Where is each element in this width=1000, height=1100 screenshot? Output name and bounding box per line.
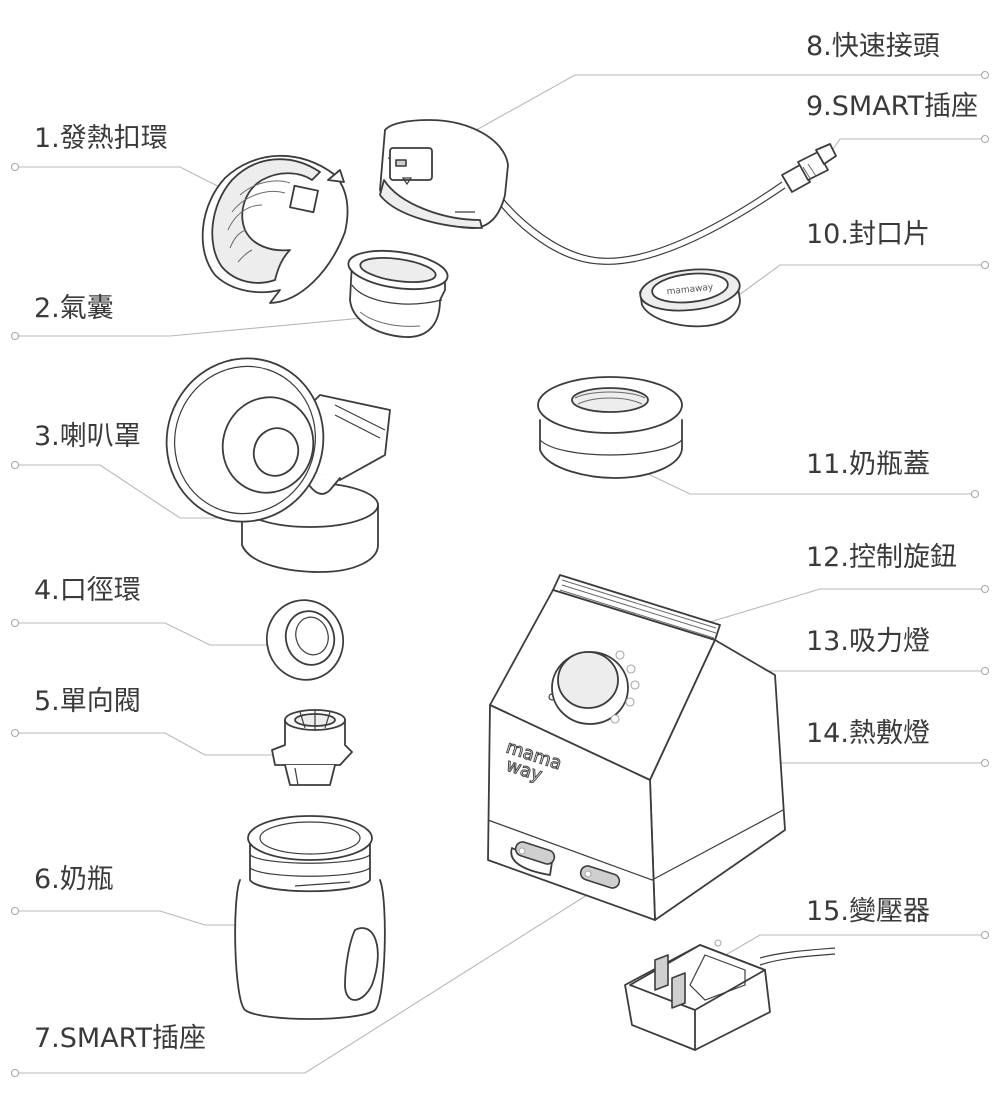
leader-dot-10	[980, 260, 990, 270]
caliber-ring	[265, 599, 345, 681]
label-one-way-valve: 5.單向閥	[34, 686, 141, 717]
leader-dot-2	[10, 331, 20, 341]
leader-line-9	[819, 138, 985, 169]
leader-line-5	[15, 732, 285, 756]
leader-dot-8	[980, 70, 990, 80]
seal-cap: mamaway	[639, 268, 741, 328]
heating-clip-ring	[201, 154, 349, 304]
leader-line-8	[461, 74, 985, 139]
pump-main-unit: mama way	[487, 574, 786, 921]
leader-line-10	[734, 264, 985, 299]
leader-dot-9	[980, 134, 990, 144]
label-heat-light: 14.熱敷燈	[806, 718, 930, 749]
label-airbag: 2.氣囊	[34, 293, 114, 324]
label-smart-socket-base: 7.SMART插座	[34, 1023, 206, 1054]
leader-dot-12	[980, 584, 990, 594]
power-adapter	[624, 939, 836, 1051]
label-control-knob: 12.控制旋鈕	[806, 542, 957, 573]
leader-dot-6	[10, 906, 20, 916]
label-bottle-cap: 11.奶瓶蓋	[806, 449, 930, 480]
smart-socket-plug	[781, 143, 837, 193]
leader-dot-15	[980, 930, 990, 940]
leader-line-2	[15, 313, 406, 337]
label-heating-clip: 1.發熱扣環	[34, 123, 168, 154]
breast-shield	[165, 357, 391, 573]
leader-lines	[10, 70, 990, 1078]
leader-dot-14	[980, 758, 990, 768]
leader-line-11	[624, 462, 975, 495]
airbag	[347, 249, 449, 338]
leader-line-4	[15, 622, 290, 646]
label-bottle: 6.奶瓶	[34, 864, 114, 895]
bottle-cap	[537, 376, 683, 479]
label-adapter: 15.變壓器	[806, 896, 930, 927]
label-seal-cap: 10.封口片	[806, 219, 930, 250]
leader-dot-13	[980, 666, 990, 676]
label-smart-socket-plug: 9.SMART插座	[806, 91, 978, 122]
leader-dot-7	[10, 1068, 20, 1078]
label-caliber-ring: 4.口徑環	[34, 575, 141, 606]
label-quick-connector: 8.快速接頭	[806, 31, 940, 62]
seal-cap-brand: mamaway	[666, 283, 714, 298]
label-suction-light: 13.吸力燈	[806, 626, 930, 657]
leader-dot-11	[970, 489, 980, 499]
quick-connector	[379, 119, 786, 265]
leader-dot-4	[10, 618, 20, 628]
bottle	[234, 815, 386, 1020]
label-breast-shield: 3.喇叭罩	[34, 421, 141, 452]
leader-line-7	[15, 889, 596, 1074]
leader-dot-3	[10, 460, 20, 470]
one-way-valve	[271, 709, 353, 786]
leader-dot-1	[10, 162, 20, 172]
leader-dot-5	[10, 728, 20, 738]
